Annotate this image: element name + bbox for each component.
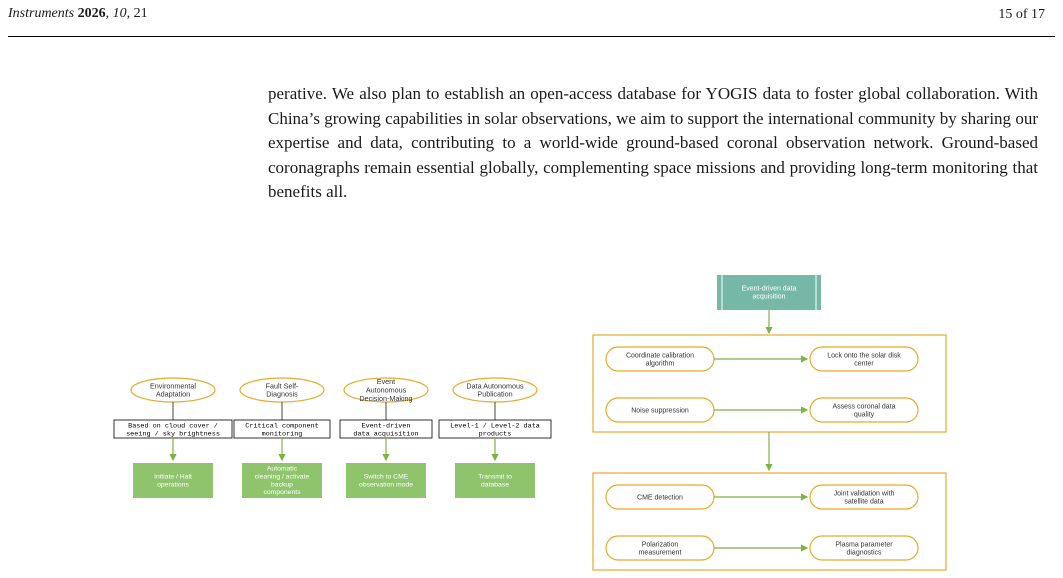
- page-number: 15 of 17: [998, 7, 1045, 22]
- running-header: Instruments 2026, 10, 21: [8, 6, 148, 21]
- action-box: [455, 463, 535, 498]
- result-step: [809, 535, 919, 561]
- process-step-label: CME detection: [637, 494, 683, 501]
- action-box: [133, 463, 213, 498]
- result-step: [809, 346, 919, 372]
- condition-text: Based on cloud cover /seeing / sky brigh…: [126, 422, 220, 438]
- category-title: Fault Self-Diagnosis: [266, 381, 299, 398]
- acquisition-box: [717, 275, 821, 310]
- journal-name: Instruments: [8, 6, 75, 21]
- body-paragraph: perative. We also plan to establish an o…: [268, 84, 1038, 202]
- action-box: [346, 463, 426, 498]
- analysis-group: [592, 472, 947, 571]
- header-rule: [8, 36, 1055, 37]
- journal-year: 2026: [77, 6, 106, 21]
- process-step-label: Noise suppression: [631, 407, 689, 414]
- action-box: [242, 463, 322, 498]
- result-step: [809, 397, 919, 423]
- result-step: [809, 484, 919, 510]
- article-number: , 21: [126, 6, 148, 21]
- journal-volume: 10: [112, 6, 127, 21]
